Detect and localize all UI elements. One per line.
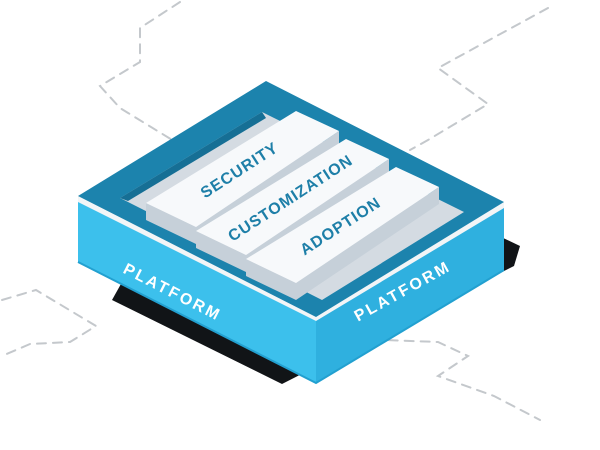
connector-line-top-right	[409, 7, 549, 151]
connector-line-bottom-right	[329, 314, 541, 421]
layer-bar-security-top	[146, 111, 339, 227]
platform-rim	[78, 196, 504, 321]
platform-side-edge	[77, 261, 505, 385]
platform-side-right	[316, 206, 504, 383]
layer-bar-security: SECURITY	[146, 111, 339, 244]
tray-wall	[120, 112, 266, 201]
connector-line-top-left	[98, 1, 183, 147]
layer-bars: SECURITY CUSTOMIZATION ADOPTION	[146, 111, 439, 300]
connector-line-bottom-left	[1, 288, 98, 357]
layer-bar-adoption-top	[246, 167, 439, 283]
platform-side-left	[78, 200, 316, 383]
layer-bar-customization-top	[196, 139, 389, 255]
connector-lines	[1, 1, 549, 421]
